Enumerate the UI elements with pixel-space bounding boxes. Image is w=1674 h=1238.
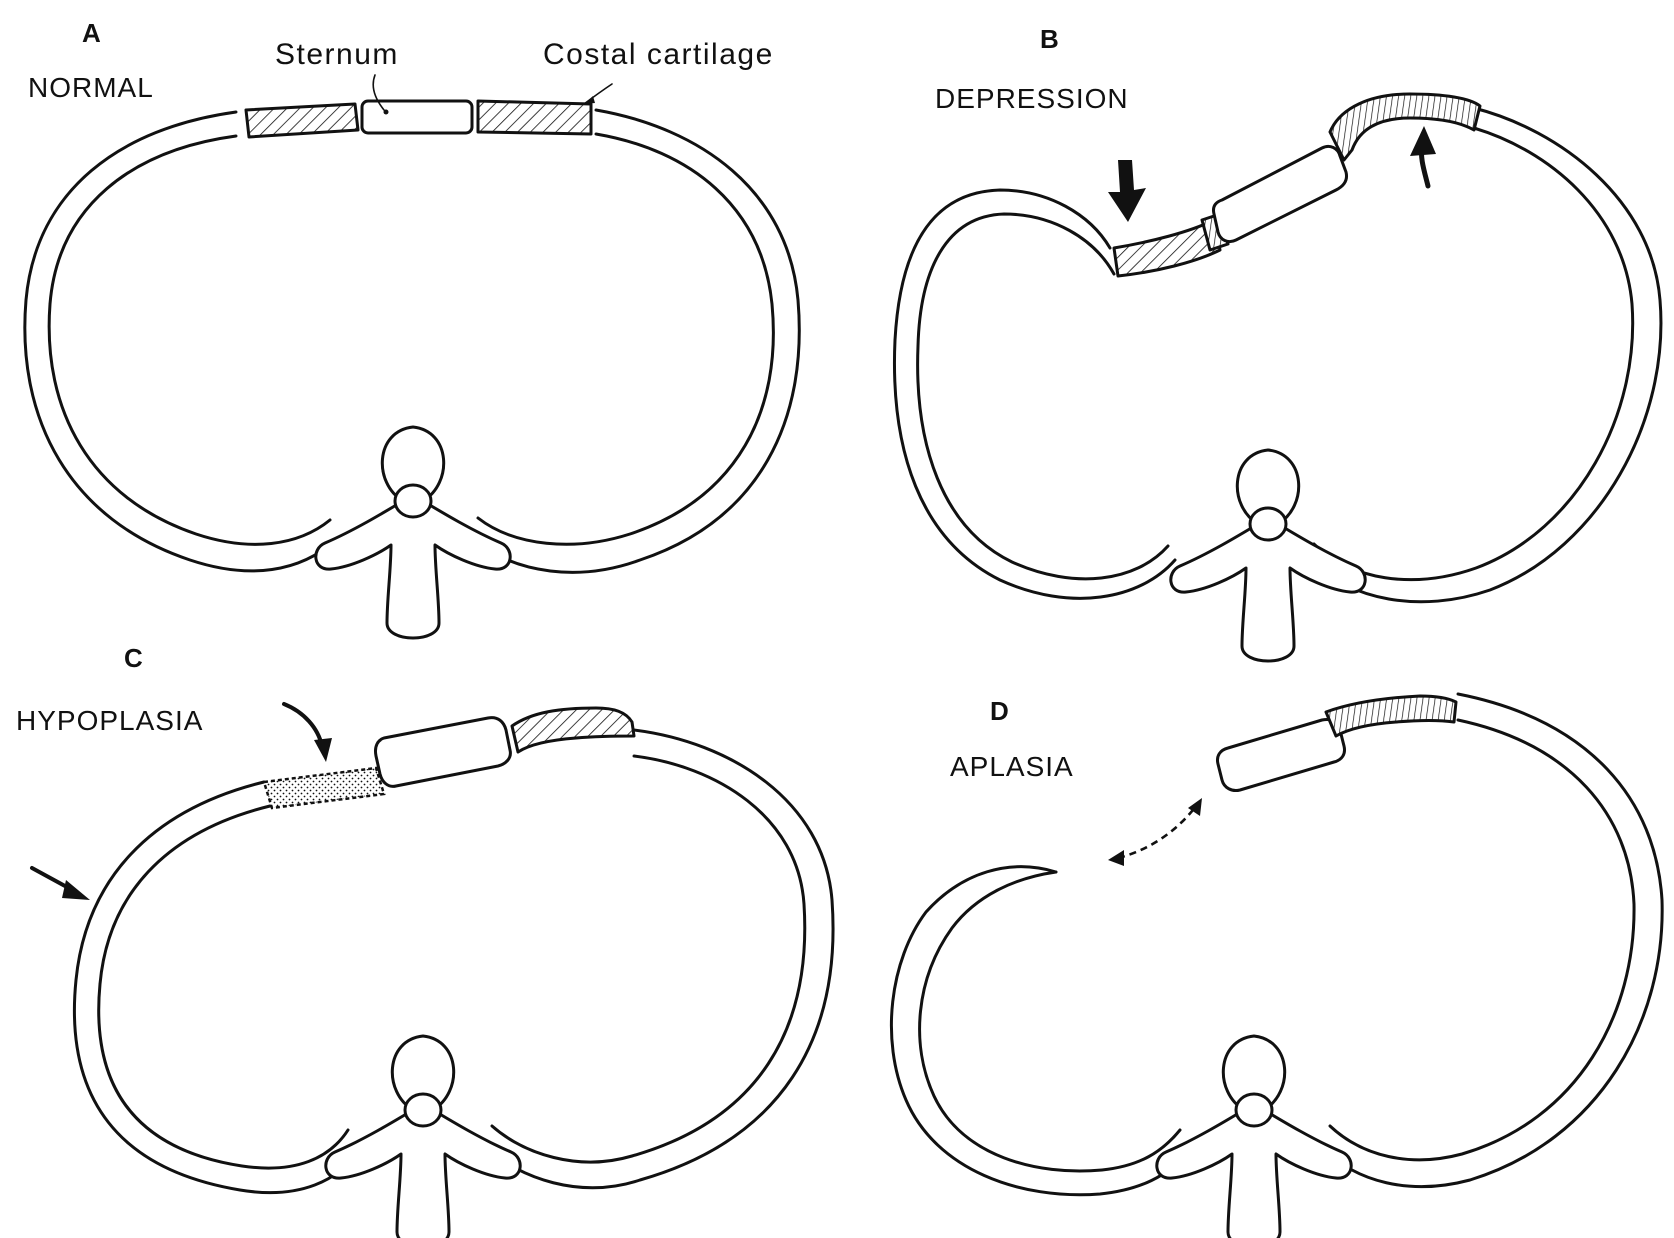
rib-cage-outline-b [892, 106, 1663, 604]
double-arrow-icon [1108, 798, 1202, 866]
costal-cartilage-left-b [1112, 218, 1222, 278]
sternum-leader-line [372, 74, 385, 111]
vertebra-c [324, 1034, 522, 1238]
panel-d: D APLASIA [889, 692, 1664, 1238]
panel-caption-normal: NORMAL [28, 72, 154, 103]
panel-letter-c: C [124, 643, 143, 673]
rib-cage-outline-d [889, 692, 1664, 1197]
costal-cartilage-right-c [510, 706, 636, 754]
rib-cage-outline-a [23, 108, 801, 574]
sternum-label: Sternum [275, 38, 399, 71]
rib-cage-outline-c [72, 728, 835, 1195]
panel-a: A NORMAL Sternum Costal cartilage [23, 18, 801, 640]
vertebra-d [1155, 1034, 1353, 1238]
panel-letter-d: D [990, 696, 1009, 726]
costal-cartilage-right-d [1324, 694, 1458, 738]
sternum-d [1216, 718, 1346, 792]
sternum-c [374, 716, 512, 788]
costal-cartilage-left-c [262, 766, 386, 810]
arrow-icon [1108, 160, 1146, 222]
vertebra-b [1169, 448, 1367, 663]
sternum-a [360, 99, 474, 135]
sternum-b [1212, 144, 1348, 244]
costal-cartilage-right-b [1328, 92, 1482, 162]
costal-cartilage-left-a [244, 102, 360, 139]
arrow-icon [30, 866, 90, 900]
panel-letter-a: A [82, 18, 101, 48]
panel-caption-depression: DEPRESSION [935, 83, 1129, 114]
panel-c: C HYPOPLASIA [16, 643, 835, 1238]
costal-cartilage-label: Costal cartilage [543, 38, 774, 71]
panel-letter-b: B [1040, 24, 1059, 54]
panel-caption-aplasia: APLASIA [950, 751, 1074, 782]
arrow-icon [1410, 126, 1436, 189]
panel-caption-hypoplasia: HYPOPLASIA [16, 705, 203, 736]
vertebra-a [314, 425, 512, 640]
arrow-icon [282, 702, 332, 762]
costal-cartilage-right-a [476, 99, 593, 136]
panel-b: B DEPRESSION [892, 24, 1663, 663]
